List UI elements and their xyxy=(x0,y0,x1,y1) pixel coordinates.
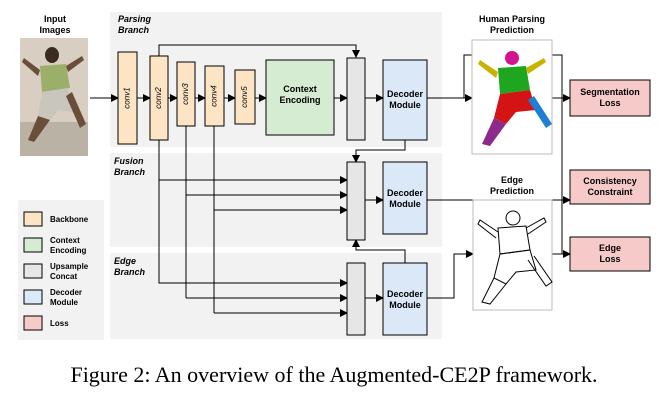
connections xyxy=(90,44,571,317)
legend-item-loss: Loss xyxy=(23,315,69,331)
input-image xyxy=(20,38,88,156)
svg-text:conv3: conv3 xyxy=(181,83,190,105)
legend-item-backbone: Backbone xyxy=(23,211,89,227)
svg-text:conv2: conv2 xyxy=(154,87,163,109)
conv4-block: conv4 xyxy=(204,65,225,127)
conv2-block: conv2 xyxy=(149,55,169,141)
svg-text:Loss: Loss xyxy=(50,319,69,328)
svg-text:conv1: conv1 xyxy=(123,87,132,108)
svg-text:conv5: conv5 xyxy=(240,86,249,108)
conv5-block: conv5 xyxy=(234,69,256,125)
svg-text:Backbone: Backbone xyxy=(50,215,89,224)
parsing-prediction-image xyxy=(471,39,553,155)
conv1-block: conv1 xyxy=(117,51,138,145)
parsing-upsample-concat xyxy=(346,57,366,141)
conv3-block: conv3 xyxy=(176,61,196,127)
fusion-upsample-concat xyxy=(346,161,366,241)
svg-text:conv4: conv4 xyxy=(210,85,219,107)
edge-upsample-concat xyxy=(346,262,366,336)
figure-caption: Figure 2: An overview of the Augmented-C… xyxy=(70,362,598,387)
edge-prediction-image xyxy=(472,199,553,311)
